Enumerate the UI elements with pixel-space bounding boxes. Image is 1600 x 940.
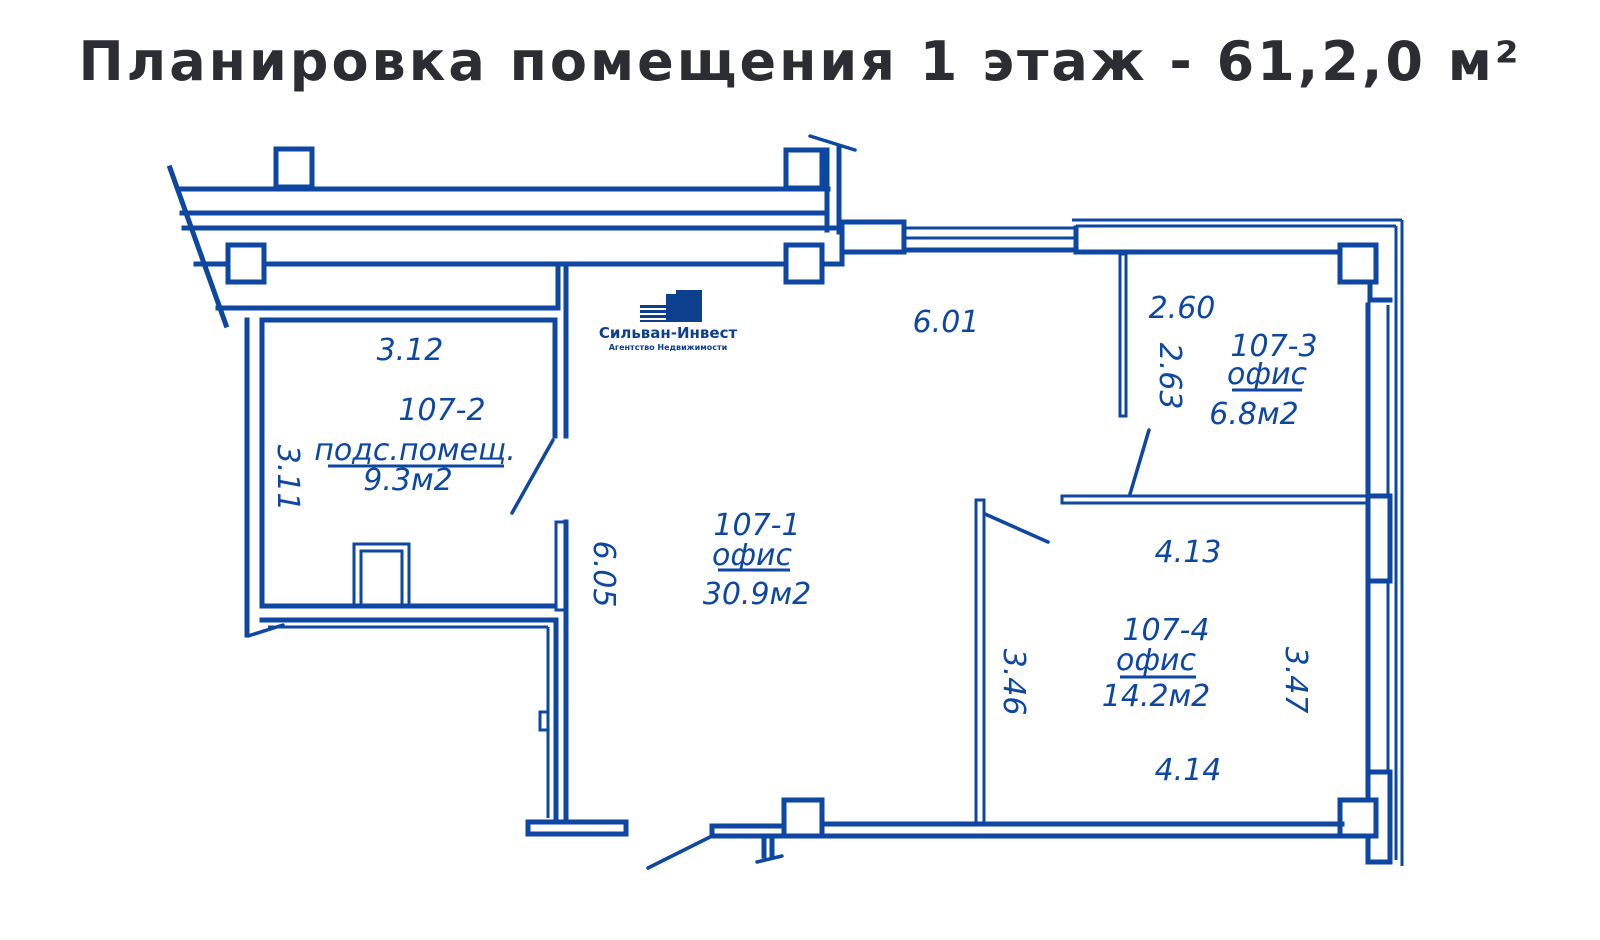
room-2-id: 107-2 [398,393,485,428]
room-4-type: офис [1116,643,1197,678]
plan-title: Планировка помещения 1 этаж - 61,2,0 м² [78,30,1522,93]
room-107-3-labels: 2.60 107-3 офис 6.8м2 2.63 [1149,291,1318,432]
partition-107-3 [1060,252,1370,505]
dim-room4-left: 3.46 [996,649,1031,716]
bottom-wall [646,797,1345,870]
dim-room4-bottom: 4.14 [1155,753,1222,788]
company-logo: Сильван-Инвест Агентство Недвижимости [599,290,738,352]
dim-room2-width: 3.12 [377,333,444,368]
room-3-id: 107-3 [1230,329,1317,364]
room-107-4-labels: 4.13 107-4 офис 14.2м2 4.14 3.46 3.47 [996,535,1313,788]
dim-room3-width: 2.60 [1149,291,1216,326]
room-3-area: 6.8м2 [1209,397,1298,432]
right-block-walls [1072,218,1404,866]
top-wall-window [839,219,1078,255]
room-4-id: 107-4 [1122,613,1209,648]
dim-room3-length: 2.63 [1152,343,1187,410]
logo-name: Сильван-Инвест [599,324,738,342]
room-1-area: 30.9м2 [703,577,812,612]
room-107-2-labels: 3.12 107-2 подс.помещ. 9.3м2 3.11 [270,333,516,511]
lower-left-wall [246,519,629,837]
dim-room1-width: 6.01 [913,305,980,340]
logo-subtitle: Агентство Недвижимости [609,343,728,352]
room-107-1-labels: 6.01 107-1 офис 30.9м2 6.05 [586,305,979,612]
room-3-type: офис [1227,357,1308,392]
dim-room2-length: 3.11 [270,445,305,512]
room-2-area: 9.3м2 [363,463,452,498]
corridor-walls [166,134,857,439]
room-1-type: офис [712,538,793,573]
building-icon [640,290,702,322]
room-4-area: 14.2м2 [1102,679,1211,714]
room-1-id: 107-1 [713,508,800,543]
dim-room4-right: 3.47 [1278,647,1313,714]
dim-room4-top: 4.13 [1155,535,1222,570]
room-107-2-walls [244,317,568,638]
room-2-type: подс.помещ. [314,433,516,468]
dim-room1-length: 6.05 [586,541,621,608]
